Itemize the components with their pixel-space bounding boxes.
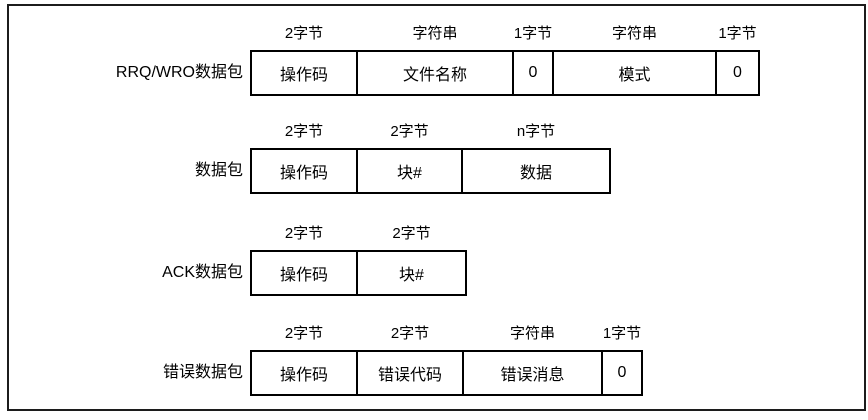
field-opcode: 2字节 操作码 [250,24,358,96]
field-mode: 字符串 模式 [552,24,717,96]
field-box: 操作码 [250,350,358,396]
field-box: 操作码 [250,250,358,296]
field-size-label: 2字节 [284,225,324,242]
field-box: 操作码 [250,148,358,194]
field-box: 模式 [552,50,717,96]
field-error-message: 字符串 错误消息 [462,324,603,396]
row-label-rrq-wrq: RRQ/WRO数据包 [115,64,243,81]
field-box: 错误消息 [462,350,603,396]
field-size-label: 2字节 [284,123,324,140]
packet-row-data: 2字节 操作码 2字节 块# n字节 数据 [250,122,611,194]
field-box: 操作码 [250,50,358,96]
field-zero: 1字节 0 [715,24,760,96]
field-opcode: 2字节 操作码 [250,324,358,396]
field-box: 数据 [461,148,611,194]
packet-row-ack: 2字节 操作码 2字节 块# [250,224,467,296]
field-size-label: 2字节 [284,25,324,42]
field-box: 0 [715,50,760,96]
field-data: n字节 数据 [461,122,611,194]
field-zero: 1字节 0 [601,324,643,396]
field-size-label: 2字节 [392,225,431,242]
row-label-ack: ACK数据包 [162,264,243,281]
outer-frame [7,4,866,411]
field-size-label: 2字节 [390,325,430,342]
field-size-label: n字节 [516,123,556,140]
field-zero: 1字节 0 [512,24,554,96]
field-size-label: 1字节 [718,25,757,42]
field-block-number: 2字节 块# [356,224,467,296]
field-box: 块# [356,250,467,296]
field-box: 文件名称 [356,50,514,96]
field-size-label: 字符串 [509,325,555,342]
field-box: 错误代码 [356,350,464,396]
field-size-label: 2字节 [284,325,324,342]
field-box: 0 [601,350,643,396]
field-filename: 字符串 文件名称 [356,24,514,96]
field-box: 块# [356,148,463,194]
row-label-error: 错误数据包 [162,364,243,381]
field-size-label: 2字节 [390,123,429,140]
field-size-label: 1字节 [513,25,553,42]
packet-row-error: 2字节 操作码 2字节 错误代码 字符串 错误消息 1字节 0 [250,324,643,396]
field-error-code: 2字节 错误代码 [356,324,464,396]
field-block-number: 2字节 块# [356,122,463,194]
field-size-label: 1字节 [602,325,642,342]
field-opcode: 2字节 操作码 [250,224,358,296]
field-size-label: 字符串 [412,25,458,42]
field-opcode: 2字节 操作码 [250,122,358,194]
field-size-label: 字符串 [611,25,657,42]
row-label-data: 数据包 [194,162,243,179]
packet-row-rrq-wrq: 2字节 操作码 字符串 文件名称 1字节 0 字符串 模式 1字节 0 [250,24,760,96]
field-box: 0 [512,50,554,96]
